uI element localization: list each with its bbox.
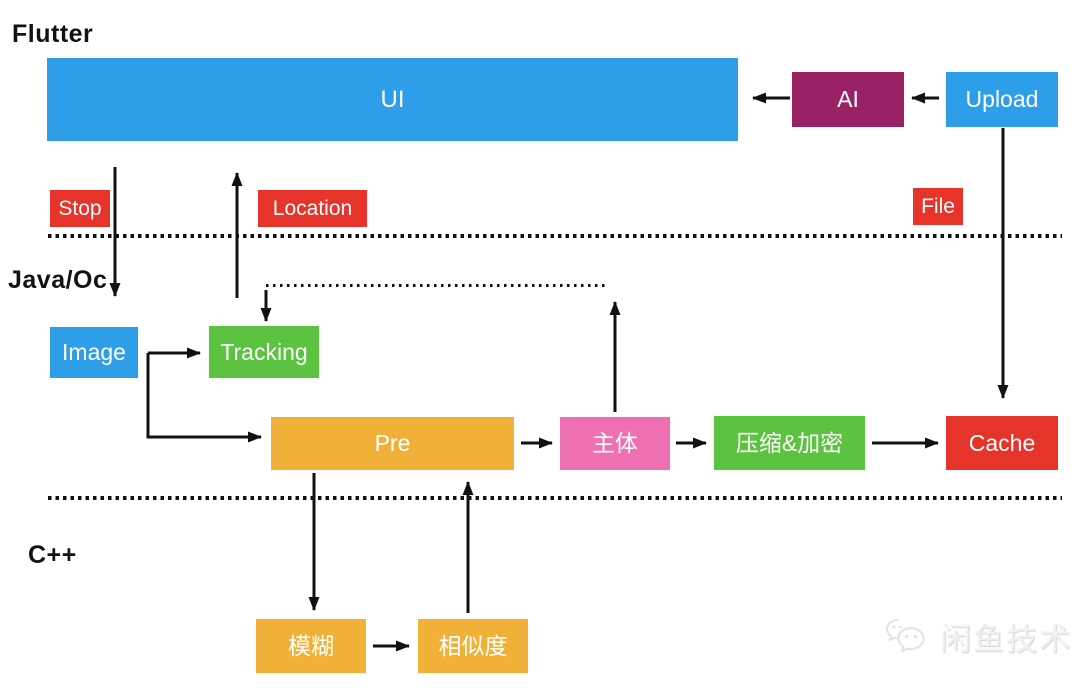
watermark: 闲鱼技术 <box>884 614 1072 659</box>
divider-java-cpp <box>48 496 1062 500</box>
divider-flutter-java <box>48 234 1062 238</box>
node-compress-encrypt[interactable]: 压缩&加密 <box>714 416 865 470</box>
tag-file: File <box>913 188 963 225</box>
layer-label-flutter: Flutter <box>12 20 94 48</box>
node-pre[interactable]: Pre <box>271 417 514 470</box>
node-ai[interactable]: AI <box>792 72 904 127</box>
node-tracking[interactable]: Tracking <box>209 326 319 378</box>
node-blur[interactable]: 模糊 <box>256 619 366 673</box>
node-subject[interactable]: 主体 <box>560 417 670 470</box>
wechat-bubbles-icon <box>885 618 925 653</box>
tag-stop: Stop <box>50 190 110 227</box>
node-image[interactable]: Image <box>50 327 138 378</box>
node-ui[interactable]: UI <box>47 58 738 141</box>
callback-dotted-line <box>266 284 606 287</box>
node-similarity[interactable]: 相似度 <box>418 619 528 673</box>
layer-label-cpp: C++ <box>28 541 77 569</box>
tag-location: Location <box>258 190 367 227</box>
node-upload[interactable]: Upload <box>946 72 1058 127</box>
node-cache[interactable]: Cache <box>946 416 1058 470</box>
layer-label-java-oc: Java/Oc <box>8 266 108 294</box>
watermark-text: 闲鱼技术 <box>940 622 1072 657</box>
